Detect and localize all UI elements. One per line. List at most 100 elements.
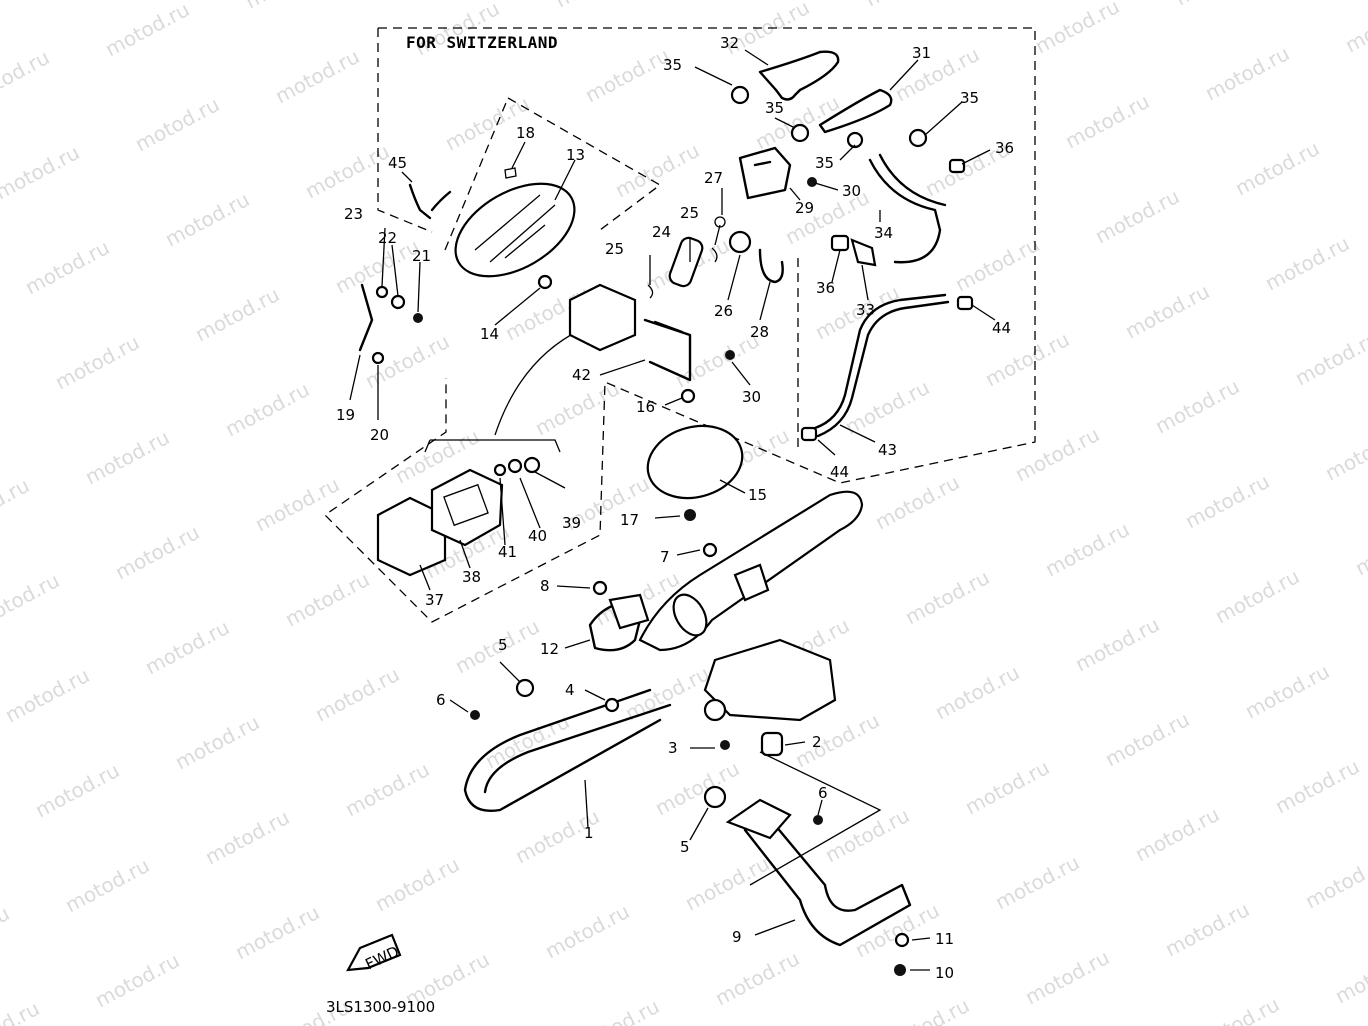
flange-8-12 [608,593,650,630]
callout: 43 [878,441,897,459]
watermark-text: motod.ru [61,853,153,917]
watermark-text: motod.ru [1101,707,1193,771]
air-induction-hoses [730,50,974,442]
watermark-text: motod.ru [341,757,433,821]
callout: 9 [732,928,742,946]
callout: 36 [995,139,1014,157]
valve-26 [728,230,752,254]
watermark-text: motod.ru [171,710,263,774]
callout: 36 [816,279,835,297]
watermark-text: motod.ru [301,139,393,203]
fwd-arrow-icon: FWD [346,933,402,974]
callout: 28 [750,323,769,341]
bolt-6-b [813,815,823,825]
callout: 27 [704,169,723,187]
pipe-24 [668,236,704,288]
plate-15 [646,424,744,500]
watermark-text: motod.ru [1181,469,1273,533]
cap-36-a [948,158,966,174]
callout: 40 [528,527,547,545]
watermark-text: motod.ru [141,615,233,679]
clamp-35-b [790,123,810,143]
watermark-text: motod.ru [161,187,253,251]
clamp-3 [703,698,727,722]
flange-7 [733,563,770,602]
watermark-text: motod.ru [681,851,773,915]
callout: 10 [935,964,954,982]
callout: 24 [652,223,671,241]
damper-2 [760,731,784,757]
muffler-outlet [672,593,708,637]
callout: 6 [436,691,446,709]
hose-45 [408,183,452,220]
watermark-text: motod.ru [1291,326,1368,390]
watermark-text: motod.ru [251,472,343,536]
callout: 35 [960,89,979,107]
callout: 16 [636,398,655,416]
callout: 37 [425,591,444,609]
watermark-text: motod.ru [1041,517,1133,581]
nut-39 [523,456,541,474]
watermark-text: motod.ru [1211,564,1303,628]
washer-22 [390,294,406,310]
nut-20 [371,351,385,365]
callout: 45 [388,154,407,172]
watermark-text: motod.ru [1231,136,1323,200]
hose-32 [758,50,840,101]
callout: 34 [874,224,893,242]
callout: 32 [720,34,739,52]
bracket-19 [358,283,374,352]
watermark-text: motod.ru [1061,89,1153,153]
callout: 25 [680,204,699,222]
watermark-text: motod.ru [0,568,63,632]
watermark-text: motod.ru [541,899,633,963]
watermark-text: motod.ru [1321,421,1368,485]
watermark-text: motod.ru [651,756,743,820]
watermark-text: motod.ru [551,0,643,12]
watermark-text: motod.ru [611,138,703,202]
watermark-text: motod.ru [1351,516,1368,580]
watermark-text: motod.ru [1031,0,1123,58]
washer-40 [507,458,523,474]
bolt-30-a [807,177,817,187]
callout: 11 [935,930,954,948]
bolt-7 [702,542,718,558]
watermark-text: motod.ru [101,0,193,61]
watermark-text: motod.ru [1161,897,1253,961]
element-38 [430,468,504,547]
watermark-text: motod.ru [931,660,1023,724]
cover-assembly [358,167,576,365]
watermark-text: motod.ru [371,852,463,916]
clamp-35-a [730,85,750,105]
watermark-text: motod.ru [0,473,33,537]
gasket-5-a [515,678,535,698]
watermark-text: motod.ru [1091,184,1183,248]
element-38-inner [443,483,489,527]
watermark-text: motod.ru [1121,279,1213,343]
watermark-text: motod.ru [0,901,13,965]
callout: 22 [378,229,397,247]
callout: 7 [660,548,670,566]
callout: 4 [565,681,575,699]
watermark-text: motod.ru [901,565,993,629]
callout: 26 [714,302,733,320]
watermark-text: motod.ru [201,805,293,869]
watermark-text: motod.ru [0,140,83,204]
watermark-text: motod.ru [1241,659,1333,723]
watermark-text: motod.ru [131,92,223,156]
callout: 3 [668,739,678,757]
watermark-text: motod.ru [1341,0,1368,57]
bolt-3 [720,740,730,750]
callout: 12 [540,640,559,658]
callout: 35 [765,99,784,117]
watermark-text: motod.ru [241,0,333,13]
watermark-text: motod.ru [1071,612,1163,676]
bolt-17 [684,509,696,521]
watermark-text: motod.ru [1201,41,1293,105]
watermark-text: motod.ru [531,376,623,440]
watermark-text: motod.ru [1171,0,1263,10]
bracket-42 [643,318,692,382]
callout: 35 [663,56,682,74]
callout: 29 [795,199,814,217]
